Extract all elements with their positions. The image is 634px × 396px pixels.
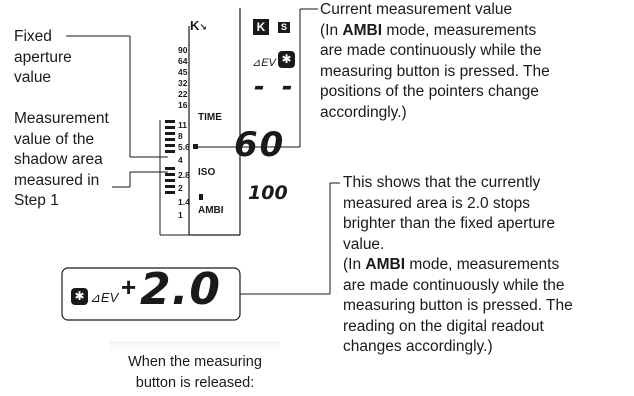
callout-line: value. xyxy=(343,235,385,253)
callout-line: are made continuously while the xyxy=(320,42,542,59)
scale-label: 45 xyxy=(178,67,188,77)
scale-segment xyxy=(165,144,175,147)
scale-segment xyxy=(165,191,175,194)
scale-label: 5.6 xyxy=(178,142,190,152)
scale-label: 32 xyxy=(178,78,188,88)
callout-line: value xyxy=(14,69,52,86)
k-arrow-icon: K↘ xyxy=(190,18,207,33)
shadow-pointer xyxy=(199,194,203,200)
callout-line: accordingly.) xyxy=(320,103,407,121)
scale-segment xyxy=(165,132,175,135)
callout-line: changes accordingly.) xyxy=(343,338,493,355)
readout-ev-label: ⊿EV xyxy=(90,290,119,305)
scale-label: 2 xyxy=(178,183,183,193)
time-label: TIME xyxy=(198,112,222,123)
callout-line: aperture xyxy=(14,48,72,66)
callout-line: brighter than the fixed aperture xyxy=(343,215,555,232)
scale-segment xyxy=(165,150,175,153)
scale-label: 64 xyxy=(178,56,188,66)
callout-line: (In AMBI mode, measurements xyxy=(320,21,537,39)
stops-note-callout: This shows that the currently measured a… xyxy=(343,173,573,358)
scale-label: 1 xyxy=(178,210,183,220)
scale-label: 22 xyxy=(178,89,188,99)
scale-segment xyxy=(165,173,175,176)
callout-line: Fixed xyxy=(14,28,52,45)
ev-label: ⊿EV xyxy=(252,57,276,69)
iso-label: ISO xyxy=(198,167,216,178)
s-mode-icon: S xyxy=(278,22,290,33)
callout-line: value of the xyxy=(14,130,95,148)
scale-segment xyxy=(165,138,175,141)
fixed-aperture-callout: Fixed aperture value xyxy=(14,27,72,89)
time-value: 60 xyxy=(234,125,286,165)
ambi-label: AMBI xyxy=(198,205,224,216)
callout-line: are made continuously while the xyxy=(343,276,565,294)
callout-title: Current measurement value xyxy=(320,1,513,18)
callout-line: (In AMBI mode, measurements xyxy=(343,256,560,273)
readout-value: 2.0 xyxy=(140,264,221,315)
callout-line: reading on the digital readout xyxy=(343,317,544,335)
scale-segment xyxy=(165,126,175,129)
callout-line: measuring button is pressed. The xyxy=(320,62,550,80)
shadow-area-callout: Measurement value of the shadow area mea… xyxy=(14,109,109,212)
callout-line: This shows that the currently xyxy=(343,174,541,191)
caption-line: button is released: xyxy=(135,374,255,391)
callout-line: shadow area xyxy=(14,151,103,168)
scale-label: 90 xyxy=(178,45,188,55)
readout-sign: + xyxy=(121,272,137,302)
star-icon: ✱ xyxy=(71,288,88,305)
scale-segment xyxy=(165,185,175,188)
caption-shade xyxy=(110,341,280,351)
scale-label: 1.4 xyxy=(178,197,190,207)
iso-value: 100 xyxy=(248,182,288,204)
callout-line: measuring button is pressed. The xyxy=(343,297,573,314)
k-mode-icon: K xyxy=(253,19,269,35)
scale-segment xyxy=(165,120,175,123)
callout-line: measured area is 2.0 stops xyxy=(343,194,530,212)
scale-segment xyxy=(165,167,175,170)
ev-dashes: - - xyxy=(254,72,297,102)
scale-label: 8 xyxy=(178,131,183,141)
star-icon: ✱ xyxy=(278,51,295,68)
scale-segment xyxy=(165,179,175,182)
callout-line: Measurement xyxy=(14,110,109,127)
scale-label: 4 xyxy=(178,155,183,165)
scale-label: 2.8 xyxy=(178,170,190,180)
callout-line: positions of the pointers change xyxy=(320,83,539,100)
scale-label: 16 xyxy=(178,100,188,110)
callout-line: measured in xyxy=(14,171,100,189)
current-value-callout: Current measurement value (In AMBI mode,… xyxy=(320,0,550,123)
scale-label: 11 xyxy=(178,120,187,130)
callout-line: Step 1 xyxy=(14,192,59,209)
caption-line: When the measuring xyxy=(128,354,262,370)
measurement-pointer xyxy=(193,144,198,149)
caption: When the measuring button is released: xyxy=(110,352,280,393)
